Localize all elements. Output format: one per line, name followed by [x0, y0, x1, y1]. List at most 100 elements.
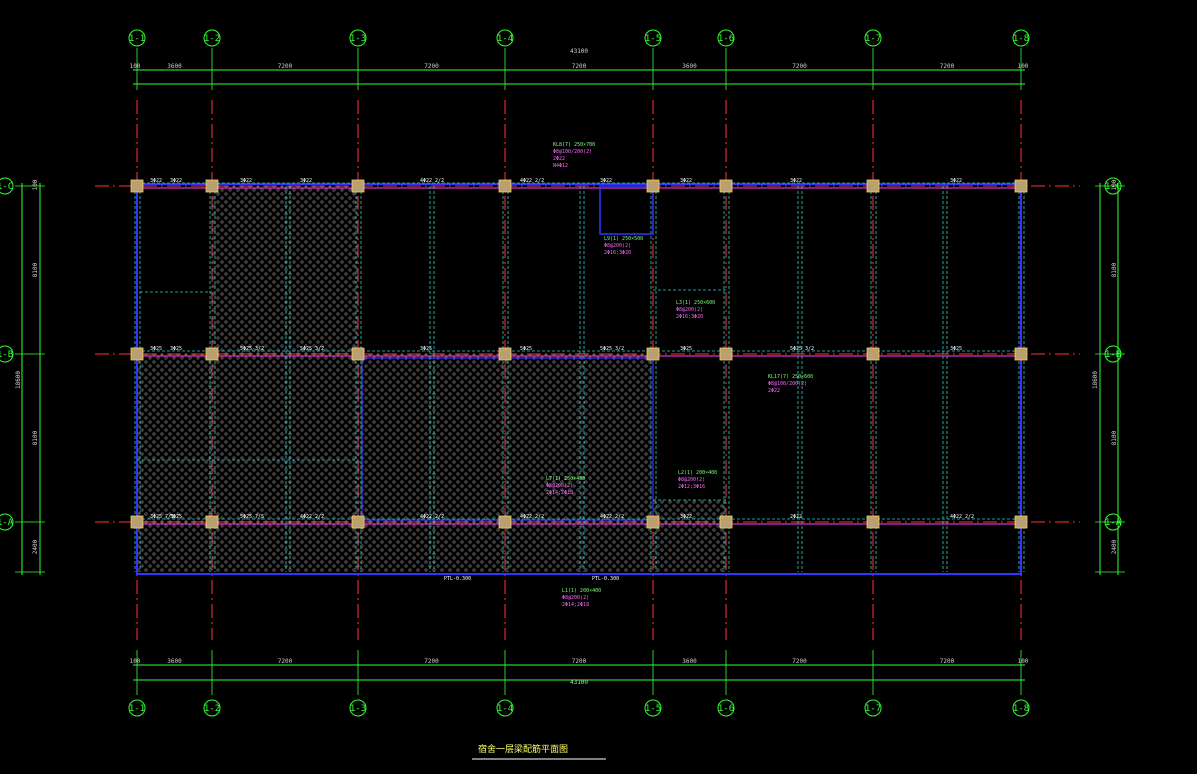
axis-bottom-1-3-circle [349, 699, 367, 717]
left-total: 18600 [15, 371, 22, 389]
beam-label-bot-8: 2Φ22 [790, 514, 802, 520]
axis-top-1-7-label: 1-7 [865, 34, 881, 44]
bottom-spacing-3: 7200 [572, 658, 587, 665]
axis-bottom-1-2: 1-2 [203, 699, 221, 717]
beam-note-6-line1: L1(1) 200×400 [562, 588, 601, 594]
slab-zone-2 [137, 354, 358, 522]
axis-top-1-1: 1-1 [128, 29, 146, 47]
axis-left-1-C: 1-C [0, 177, 14, 195]
column-1-3 [498, 347, 512, 361]
beam-label-mid-9: 3Φ25 [950, 346, 962, 352]
total-width-top: 43100 [570, 48, 588, 55]
axis-bottom-1-2-label: 1-2 [204, 704, 220, 714]
beam-label-bot-0: 3Φ25 7/5 [150, 514, 174, 520]
top-spacing-3: 7200 [572, 63, 587, 70]
stair-box [599, 185, 654, 235]
beam-note-2-line1: L3(1) 250×600 [676, 300, 715, 306]
axis-left-1-A-circle [0, 513, 14, 531]
axis-bottom-1-7-circle [864, 699, 882, 717]
top-spacing-4: 3600 [682, 63, 697, 70]
edge-mark-tl: 100 [130, 63, 141, 70]
axis-top-1-3-circle [349, 29, 367, 47]
beam-note-3-line2: Φ8@100/200(2) [768, 381, 807, 387]
axis-bottom-1-5: 1-5 [644, 699, 662, 717]
side-edge-mark-l: 100 [32, 179, 39, 190]
beam-label-bot-4: 4Φ22 2/2 [420, 514, 444, 520]
axis-left-1-C-label: 1-C [0, 182, 13, 192]
slab-zone-1 [212, 186, 358, 354]
axis-bottom-1-4-label: 1-4 [497, 704, 513, 714]
beam-notes: KL8(7) 250×700Φ8@100/200(2)2Φ22N4Φ12L9(1… [444, 142, 813, 608]
left-spacing-2: 2400 [32, 539, 39, 554]
top-spacing-1: 7200 [278, 63, 293, 70]
axis-bottom-1-5-circle [644, 699, 662, 717]
axis-bottom-1-7-label: 1-7 [865, 704, 881, 714]
axis-top-1-2-label: 1-2 [204, 34, 220, 44]
beam-note-5-line3: 2Φ12;3Φ16 [678, 484, 705, 490]
axis-top-1-3-label: 1-3 [350, 34, 366, 44]
beam-label-mid-4: 3Φ25 [420, 346, 432, 352]
left-spacing-1: 8100 [32, 430, 39, 445]
right-spacing-0: 8100 [1111, 262, 1118, 277]
column-1-2 [351, 347, 365, 361]
beam-label-mid-0: 3Φ25 [150, 346, 162, 352]
axis-right-1-A: 1-A [1104, 513, 1122, 531]
column-1-5 [719, 347, 733, 361]
slab-zone-5 [653, 500, 726, 572]
right-spacing-1: 8100 [1111, 430, 1118, 445]
bottom-mark-1: PTL-0.300 [592, 576, 619, 582]
axis-top-1-2: 1-2 [203, 29, 221, 47]
dimension-texts: 3600360072007200720072007200720036003600… [15, 48, 1118, 686]
beam-label-top-2: 3Φ22 [240, 178, 252, 184]
column-0-4 [646, 179, 660, 193]
column-1-7 [1014, 347, 1028, 361]
edge-mark-tr: 100 [1018, 63, 1029, 70]
top-spacing-0: 3600 [167, 63, 182, 70]
bottom-spacing-2: 7200 [424, 658, 439, 665]
axis-left-1-A: 1-A [0, 513, 14, 531]
beam-note-5-line2: Φ8@200(2) [678, 477, 705, 483]
slab-fills [137, 186, 726, 572]
edge-mark-br: 100 [1018, 658, 1029, 665]
columns [130, 179, 1028, 529]
column-0-7 [1014, 179, 1028, 193]
beam-label-mid-7: 3Φ25 [680, 346, 692, 352]
axis-bottom-1-6: 1-6 [717, 699, 735, 717]
beam-label-top-7: 3Φ22 [680, 178, 692, 184]
axis-bottom-1-6-label: 1-6 [718, 704, 734, 714]
axis-top-1-8-circle [1012, 29, 1030, 47]
axis-top-1-6-circle [717, 29, 735, 47]
slab-zone-4 [137, 522, 653, 572]
bottom-spacing-6: 7200 [940, 658, 955, 665]
column-2-1 [205, 515, 219, 529]
column-0-0 [130, 179, 144, 193]
column-2-7 [1014, 515, 1028, 529]
beam-label-bot-7: 3Φ22 [680, 514, 692, 520]
beam-note-1-line2: Φ8@200(2) [604, 243, 631, 249]
axis-top-1-4-label: 1-4 [497, 34, 513, 44]
beam-note-6-line2: Φ8@200(2) [562, 595, 589, 601]
axis-right-1-C-label: 1-C [1105, 182, 1121, 192]
axis-right-1-B-label: 1-B [1105, 350, 1121, 360]
column-2-0 [130, 515, 144, 529]
right-spacing-2: 2400 [1111, 539, 1118, 554]
axis-top-1-8-label: 1-8 [1013, 34, 1029, 44]
beam-note-4-line1: L7(1) 250×400 [546, 476, 585, 482]
beam-label-mid-2: 5Φ25 3/2 [240, 346, 264, 352]
dimension-lines [15, 48, 1125, 695]
beam-note-1-line1: L9(1) 250×500 [604, 236, 643, 242]
bottom-mark-0: PTL-0.300 [444, 576, 471, 582]
axis-top-1-7: 1-7 [864, 29, 882, 47]
bottom-spacing-0: 3600 [167, 658, 182, 665]
total-width-bottom: 43100 [570, 679, 588, 686]
axis-top-1-1-circle [128, 29, 146, 47]
beam-label-bot-9: 4Φ22 2/2 [950, 514, 974, 520]
beam-note-3-line3: 2Φ22 [768, 388, 780, 394]
beam-label-bot-2: 5Φ25 7/5 [240, 514, 264, 520]
beam-label-top-1: 3Φ22 [170, 178, 182, 184]
beam-perimeter [136, 183, 1022, 575]
